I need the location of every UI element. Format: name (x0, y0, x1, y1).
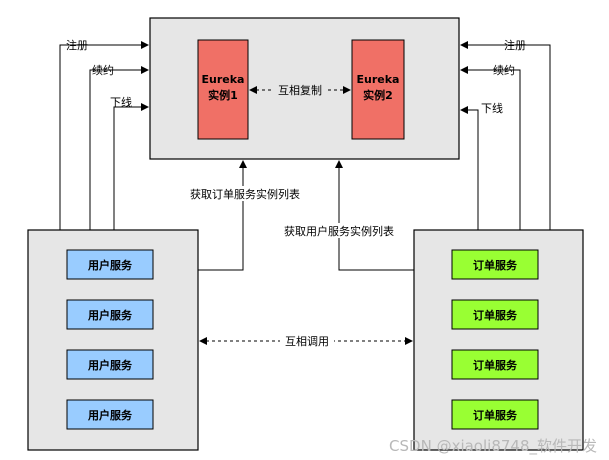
eureka-instance-1 (197, 39, 249, 140)
order-service-box-2 (451, 299, 539, 330)
order-service-label-1: 订单服务 (473, 258, 518, 272)
eureka-instance-1-label: Eureka (202, 73, 245, 86)
left-register-label: 注册 (66, 38, 88, 52)
fetch-user-list-label: 获取用户服务实例列表 (284, 224, 394, 238)
user-service-label-1: 用户服务 (88, 258, 133, 272)
eureka-instance-2-sublabel: 实例2 (363, 88, 393, 102)
order-service-box-3 (451, 349, 539, 380)
order-service-box-1 (451, 249, 539, 280)
eureka-instance-2 (351, 39, 405, 140)
fetch-user-list-arrow (335, 160, 414, 271)
fetch-user-list-label-bg (274, 223, 404, 238)
user-service-box-1 (66, 249, 154, 280)
left-cancel-label: 下线 (110, 95, 132, 109)
eureka-instance-1-sublabel: 实例1 (208, 88, 238, 102)
eureka-instance-2-label: Eureka (357, 73, 400, 86)
user-service-box-3 (66, 349, 154, 380)
replication-label: 互相复制 (278, 83, 322, 97)
user-service-box-4 (66, 399, 154, 430)
fetch-order-list-label-bg (180, 186, 310, 201)
order-service-label-3: 订单服务 (473, 358, 518, 372)
replication-label-bg (273, 82, 327, 97)
right-register-arrow (460, 41, 551, 230)
watermark: CSDN @xiaoli8748_软件开发 (389, 437, 597, 455)
right-cancel-arrow (460, 106, 479, 230)
right-register-label: 注册 (504, 38, 526, 52)
user-service-box-2 (66, 299, 154, 330)
fetch-order-list-label: 获取订单服务实例列表 (190, 187, 300, 201)
mutual-call-label-bg (280, 333, 334, 348)
user-service-label-4: 用户服务 (88, 408, 133, 422)
order-service-label-2: 订单服务 (473, 308, 518, 322)
user-service-label-3: 用户服务 (88, 358, 133, 372)
user-service-label-2: 用户服务 (88, 308, 133, 322)
left-renew-label: 续约 (92, 63, 114, 77)
right-renew-arrow (460, 66, 521, 230)
left-cancel-arrow (113, 103, 149, 230)
mutual-call-label: 互相调用 (285, 335, 329, 348)
right-cancel-label: 下线 (481, 101, 503, 115)
order-service-label-4: 订单服务 (473, 408, 518, 422)
fetch-order-list-arrow (198, 160, 247, 271)
order-service-box-4 (451, 399, 539, 430)
left-renew-arrow (89, 66, 149, 230)
right-renew-label: 续约 (493, 63, 515, 77)
left-register-arrow (59, 41, 149, 230)
